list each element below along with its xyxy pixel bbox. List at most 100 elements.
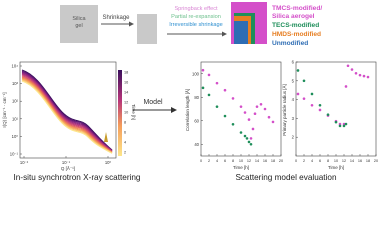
- chart1-x-tick-label: 10: [239, 159, 243, 163]
- chart1-point-series-0: [251, 127, 255, 131]
- chart1-x-tick-label: 14: [255, 159, 259, 163]
- chart2-x-tick-label: 14: [350, 159, 354, 163]
- chart1-x-tick-label: 16: [263, 159, 267, 163]
- chart2-point-series-0: [344, 85, 348, 88]
- chart1-xlabel: Time [h]: [233, 165, 249, 170]
- chart2-y-tick-label: 4: [292, 97, 295, 102]
- eval-caption: Scattering model evaluation: [235, 173, 336, 182]
- chart2-point-series-0: [366, 75, 370, 79]
- chart1-point-series-0: [239, 105, 243, 108]
- saxs-xlabel: Q [Å⁻¹]: [61, 165, 75, 171]
- chart1-point-series-0: [201, 68, 205, 72]
- chart2-point-series-1: [302, 79, 306, 83]
- partial-reexpansion-label: Partial re-expansion: [171, 14, 221, 20]
- legend-tecs: TECS-modified: [272, 22, 319, 29]
- chart1-ylabel: Correlation length [Å]: [184, 89, 190, 131]
- saxs-curves: [21, 69, 113, 154]
- chart2-point-series-0: [342, 122, 346, 126]
- chart2-ylabel: Primary particle radius [Å]: [281, 84, 287, 136]
- chart2-point-series-1: [344, 122, 348, 126]
- colorbar-tick-label: 8: [124, 121, 126, 125]
- chart2-point-series-0: [362, 74, 366, 78]
- colorbar-tick-label: 2: [124, 151, 126, 155]
- chart2-x-tick-label: 8: [327, 159, 329, 163]
- chart1-point-series-1: [231, 122, 235, 126]
- shrinkage-arrow: Shrinkage: [101, 15, 134, 27]
- chart1-point-series-1: [243, 134, 247, 138]
- chart2-y-tick-label: 5: [292, 78, 295, 83]
- model-label: Model: [143, 99, 163, 106]
- effect-labels: Springback effect Partial re-expansion I…: [169, 6, 222, 28]
- saxs-annotation-arrow: [104, 132, 108, 142]
- chart1-point-series-0: [253, 112, 257, 115]
- chart1-point-series-0: [271, 120, 275, 124]
- chart2-point-series-0: [310, 103, 314, 107]
- chart1-point-series-0: [215, 81, 219, 85]
- chart1-point-series-0: [223, 88, 227, 92]
- colorbar-tick-label: 4: [124, 141, 126, 145]
- chart1-point-series-1: [247, 140, 251, 144]
- saxs-y-tick-label: 10⁴: [12, 64, 19, 69]
- colorbar-tick-label: 12: [124, 101, 128, 105]
- chart1-x-tick-label: 4: [216, 159, 218, 163]
- chart2-point-series-0: [346, 64, 350, 68]
- chart1-point-series-0: [207, 73, 211, 77]
- chart2-point-series-1: [334, 120, 338, 124]
- chart1-point-series-1: [201, 86, 205, 90]
- chart1-x-tick-label: 2: [208, 159, 210, 163]
- chart1-point-series-1: [239, 131, 243, 134]
- colorbar-tick-label: 14: [124, 91, 128, 95]
- chart1-point-series-0: [231, 97, 235, 100]
- chart2-x-tick-label: 6: [319, 159, 321, 163]
- colorbar-label: Time [h]: [131, 104, 136, 120]
- chart2-point-series-0: [350, 68, 354, 71]
- chart2-point-series-0: [302, 97, 306, 100]
- chart2-x-tick-label: 10: [334, 159, 338, 163]
- chart1-frame: [200, 61, 282, 157]
- springback-effect-label: Springback effect: [174, 6, 218, 12]
- chart2-point-series-1: [296, 69, 300, 72]
- chart1-point-series-1: [215, 105, 219, 108]
- chart1-y-tick-label: 60: [194, 118, 199, 123]
- legend-hmds: HMDS-modified: [272, 31, 321, 38]
- chart2-y-tick-label: 6: [292, 60, 295, 65]
- chart1-point-series-1: [249, 142, 253, 146]
- chart2-x-tick-label: 20: [374, 159, 378, 163]
- chart2-point-series-0: [318, 108, 322, 112]
- chart1-x-tick-label: 20: [279, 159, 283, 163]
- chart2-xlabel: Time [h]: [328, 165, 344, 170]
- saxs-x-tick-label: 10⁻²: [20, 160, 29, 165]
- chart2-point-series-1: [310, 92, 314, 96]
- colorbar-tick-label: 18: [124, 71, 128, 75]
- effect-arrow: [167, 31, 227, 37]
- chart2-x-tick-label: 16: [358, 159, 362, 163]
- irreversible-shrinkage-label: Irreversible shrinkage: [169, 22, 222, 28]
- chart1-y-tick-label: 40: [194, 142, 199, 147]
- chart1-point-series-1: [207, 93, 211, 97]
- chart2-point-series-0: [296, 92, 300, 96]
- chart2-y-tick-label: 2: [292, 135, 295, 140]
- legend-tmcs: TMCS-modified/: [272, 5, 322, 12]
- saxs-curve: [21, 78, 113, 154]
- chart1-point-series-0: [249, 137, 253, 140]
- chart2-point-series-1: [318, 103, 322, 107]
- chart1-marks: [201, 68, 275, 146]
- chart1-x-tick-label: 18: [271, 159, 275, 163]
- model-arrow: Model: [133, 99, 177, 113]
- chart2-point-series-1: [326, 113, 330, 116]
- saxs-y-tick-label: 10³: [12, 81, 19, 86]
- saxs-y-tick-label: 10⁻¹: [10, 152, 19, 157]
- chart2-x-tick-label: 4: [311, 159, 313, 163]
- legend-unmodified: Unmodified: [272, 40, 308, 47]
- chart1-x-tick-label: 12: [247, 159, 251, 163]
